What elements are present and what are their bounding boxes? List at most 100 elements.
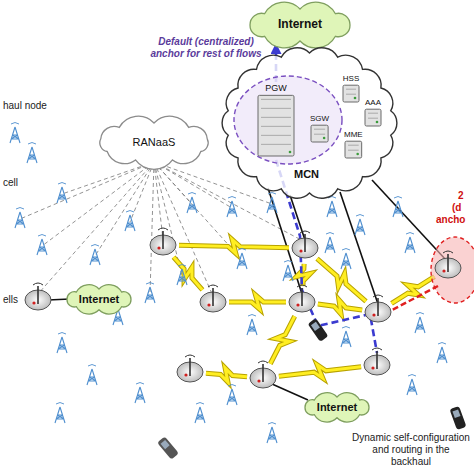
wireless-link — [229, 295, 286, 309]
tower-signal — [342, 327, 350, 329]
tower-signal — [16, 208, 24, 210]
node-led — [372, 313, 375, 316]
cell-tower — [355, 215, 365, 236]
node-led — [257, 379, 260, 382]
tower-signal — [38, 235, 46, 237]
tower-signal — [88, 365, 96, 367]
tower-lattice — [437, 347, 447, 363]
mcn-link — [340, 192, 378, 304]
wireless-link-outline — [270, 316, 294, 364]
tower-lattice — [405, 237, 415, 253]
node-led — [442, 269, 445, 272]
cell-tower — [87, 365, 97, 386]
server-body — [311, 125, 328, 142]
cell-tower — [90, 245, 100, 266]
tower-signal — [326, 233, 334, 235]
tower-signal — [188, 193, 196, 195]
server-led — [354, 97, 357, 100]
internet-cloud: Internet — [245, 4, 355, 46]
wireless-link — [279, 365, 361, 378]
server-slot — [261, 117, 291, 118]
wireless-backhaul — [174, 239, 435, 382]
distributed-anchor-route — [392, 286, 438, 310]
cell-tower — [227, 385, 237, 406]
cloud-outline — [222, 48, 397, 198]
node-led — [32, 301, 35, 304]
mcn-link — [290, 195, 305, 240]
cell-tower — [187, 193, 197, 214]
backhaul-node — [364, 348, 390, 375]
node-antenna — [301, 288, 303, 306]
cell-tower — [437, 343, 447, 364]
wireless-link-outline — [229, 295, 286, 309]
wireless-link-outline — [174, 257, 203, 290]
tower-signal — [58, 183, 66, 185]
ranaas-link — [20, 162, 154, 219]
cell-tower — [267, 193, 277, 214]
cell-tower — [267, 423, 277, 444]
node-led — [157, 246, 160, 249]
wireless-link — [174, 257, 203, 290]
tower-lattice — [10, 127, 20, 143]
cell-tower — [405, 233, 415, 254]
tower-lattice — [283, 265, 293, 281]
node-led — [371, 366, 374, 369]
phone-screen — [161, 440, 170, 449]
node-label: HSS — [343, 74, 359, 83]
wireless-link-outline — [296, 264, 310, 286]
node-label: MME — [344, 130, 363, 139]
server-slot — [261, 126, 291, 127]
node-antenna — [162, 231, 164, 249]
server-slot — [261, 108, 291, 109]
tower-signal — [416, 313, 424, 315]
server-body — [258, 95, 294, 156]
tower-signal — [28, 143, 36, 145]
node-signal — [443, 251, 453, 253]
backhaul-node — [150, 228, 176, 255]
cell-tower — [125, 211, 135, 232]
cloud-outline — [250, 2, 350, 48]
anchor-note: Default (centralized) anchor for rest of… — [150, 36, 262, 60]
aaa-server: AAA — [362, 98, 384, 126]
cell-tower — [227, 197, 237, 218]
tower-signal — [126, 211, 134, 213]
backhaul-node — [177, 355, 203, 382]
server-slot — [346, 94, 356, 95]
tower-lattice — [57, 337, 67, 353]
hss-server: HSS — [340, 74, 362, 102]
server-slot — [261, 144, 291, 145]
tower-lattice — [195, 407, 205, 423]
node-signal — [297, 285, 307, 287]
tower-signal — [136, 383, 144, 385]
backhaul-nodes — [25, 228, 461, 388]
internet-link — [272, 384, 308, 400]
tower-lattice — [15, 212, 25, 228]
anchor-fragment: (d — [452, 202, 472, 214]
cell-tower — [237, 249, 247, 270]
tower-signal — [11, 123, 19, 125]
cloud-outline — [305, 393, 369, 422]
tower-signal — [408, 375, 416, 377]
tower-lattice — [90, 249, 100, 265]
server-slot — [348, 145, 359, 146]
backhaul-node — [435, 251, 461, 278]
mobile-phone — [157, 436, 179, 459]
backhaul-node — [292, 231, 318, 258]
server-slot — [368, 118, 378, 119]
node-signal — [300, 231, 310, 233]
tower-signal — [438, 343, 446, 345]
ranaas-link — [62, 162, 154, 194]
tower-lattice — [27, 147, 37, 163]
node-led — [184, 373, 187, 376]
cell-tower — [415, 313, 425, 334]
node-antenna — [212, 288, 214, 306]
server-slot — [261, 99, 291, 100]
node-led — [299, 249, 302, 252]
cell-tower — [247, 315, 257, 336]
cell-tower — [407, 375, 417, 396]
node-antenna — [189, 358, 191, 376]
backhaul-node — [250, 361, 276, 388]
server-body — [365, 109, 381, 126]
mobile-phone — [308, 318, 329, 342]
